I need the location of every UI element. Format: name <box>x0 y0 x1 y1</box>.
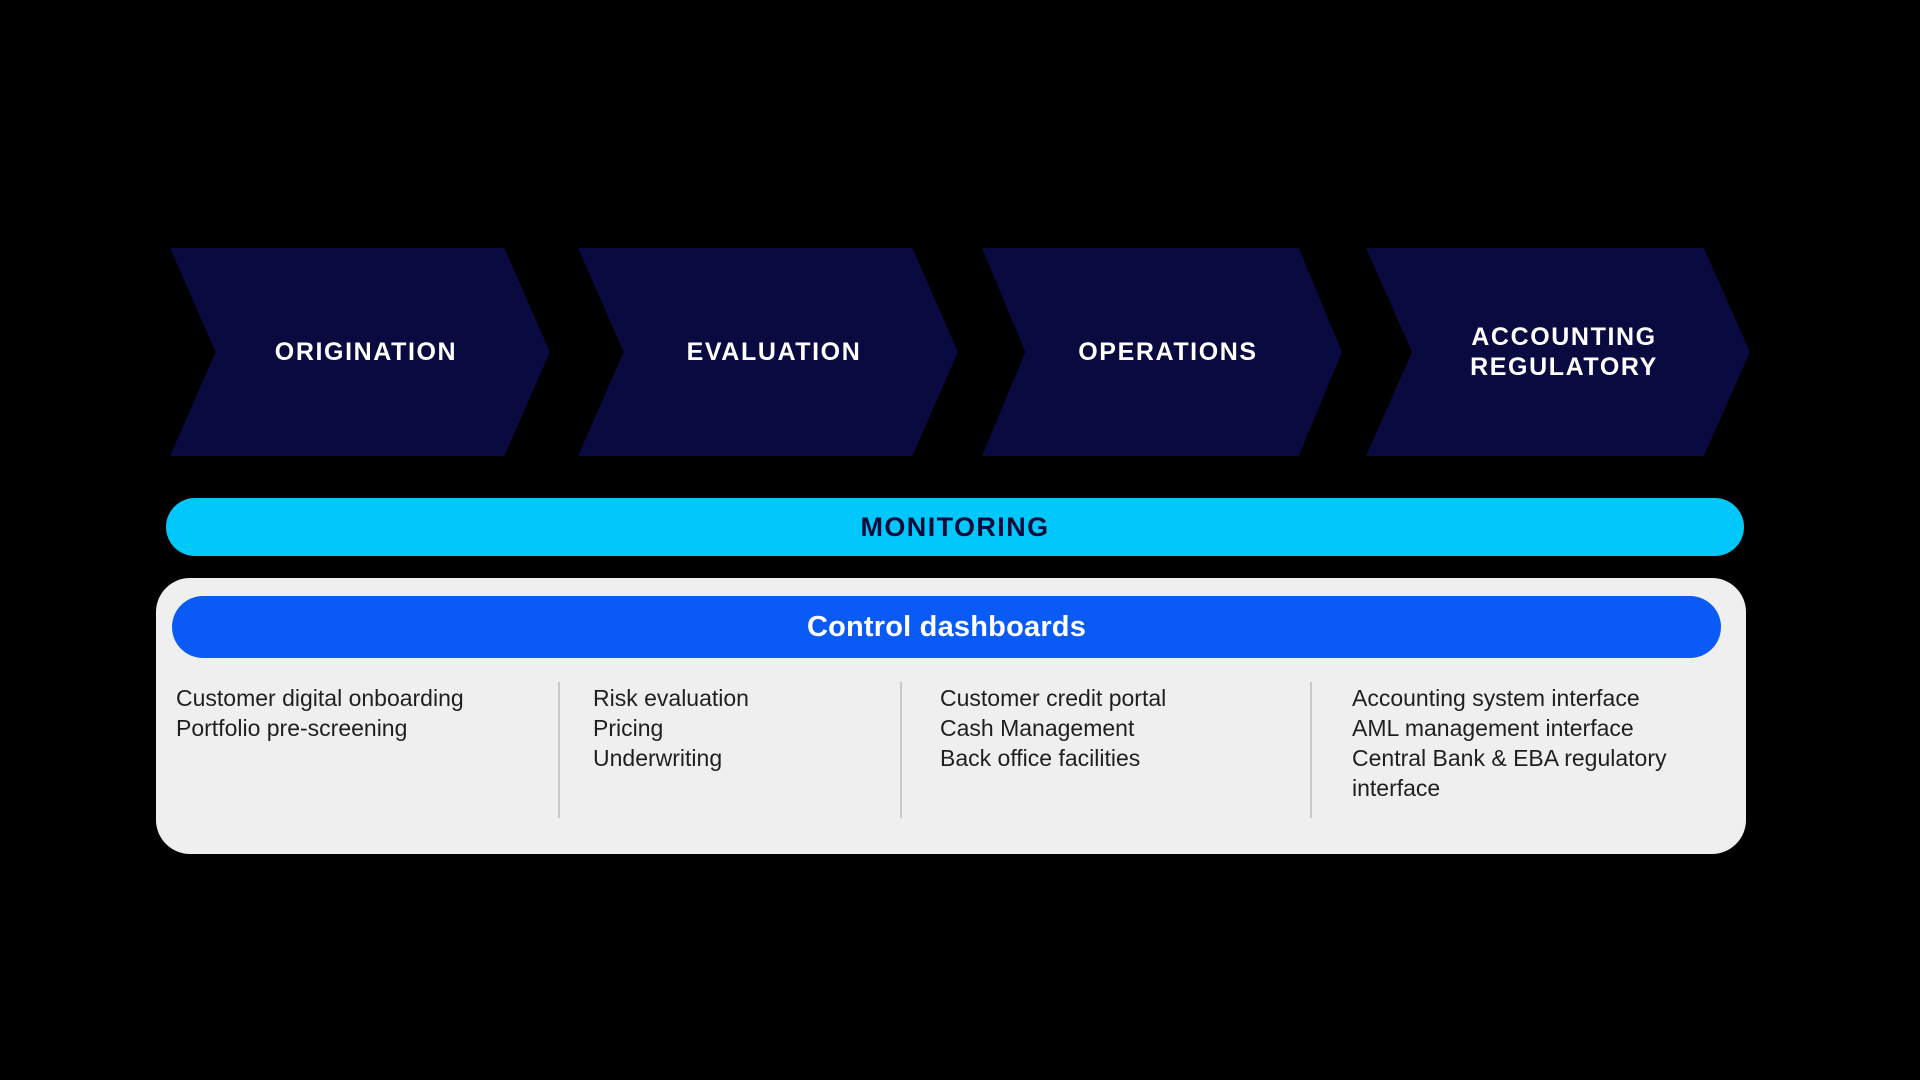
stage-chevron-evaluation[interactable]: EVALUATION <box>578 248 958 456</box>
process-stage-row: ORIGINATION EVALUATION OPERATIONS ACCOUN… <box>170 248 1750 456</box>
monitoring-label: MONITORING <box>860 511 1050 542</box>
monitoring-bar[interactable]: MONITORING <box>166 498 1744 556</box>
stage-chevron-origination[interactable]: ORIGINATION <box>170 248 550 456</box>
control-dashboards-bar[interactable]: Control dashboards <box>172 596 1721 658</box>
list-item: Back office facilities <box>940 744 1141 771</box>
column-divider <box>900 682 902 818</box>
capability-column-origination: Customer digital onboarding Portfolio pr… <box>156 678 558 838</box>
list-item: Risk evaluation <box>593 685 749 711</box>
stage-label-origination: ORIGINATION <box>274 337 458 366</box>
list-item: Customer digital onboarding <box>176 685 464 711</box>
list-item: AML management interface <box>1352 714 1634 741</box>
capability-column-evaluation: Risk evaluation Pricing Underwriting <box>558 678 900 838</box>
stage-label-evaluation: EVALUATION <box>686 337 862 366</box>
list-item: Customer credit portal <box>940 685 1167 711</box>
column-divider <box>1310 682 1312 818</box>
control-dashboards-panel: Control dashboards Customer digital onbo… <box>156 578 1746 854</box>
list-item: Central Bank & EBA regulatory interface <box>1352 744 1667 801</box>
control-dashboards-label: Control dashboards <box>806 610 1087 643</box>
capability-column-operations: Customer credit portal Cash Management B… <box>900 678 1310 838</box>
capability-columns: Customer digital onboarding Portfolio pr… <box>156 678 1746 838</box>
stage-chevron-accounting-regulatory[interactable]: ACCOUNTING REGULATORY <box>1366 248 1750 456</box>
list-item: Pricing <box>593 714 664 741</box>
list-item: Accounting system interface <box>1352 685 1640 711</box>
stage-chevron-operations[interactable]: OPERATIONS <box>982 248 1342 456</box>
list-item: Underwriting <box>593 744 723 771</box>
list-item: Portfolio pre-screening <box>176 714 408 741</box>
list-item: Cash Management <box>940 714 1135 741</box>
stage-label-operations: OPERATIONS <box>1078 337 1258 366</box>
column-divider <box>558 682 560 818</box>
stage-label-accounting-regulatory: ACCOUNTING REGULATORY <box>1470 322 1658 382</box>
capability-column-accounting-regulatory: Accounting system interface AML manageme… <box>1310 678 1746 838</box>
